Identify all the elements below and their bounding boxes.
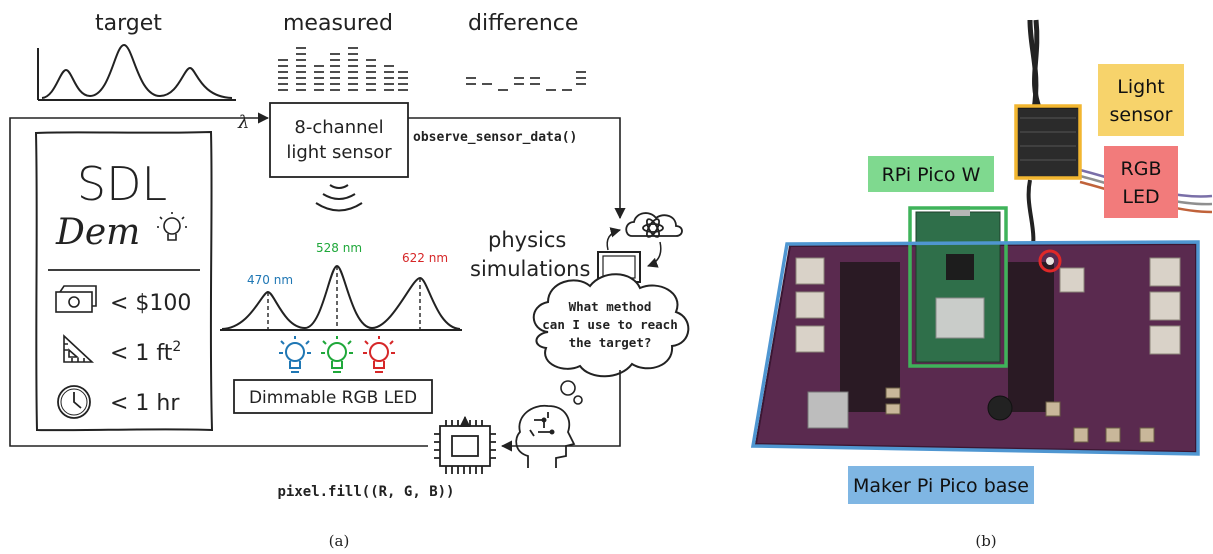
thought-line1: What method bbox=[569, 299, 652, 314]
difference-channel-bars bbox=[466, 71, 586, 91]
card-title-sdl: SDL bbox=[77, 157, 167, 211]
led-label-line1: RGB bbox=[1121, 158, 1162, 180]
sensor-label-line2: sensor bbox=[1110, 104, 1173, 126]
card-time: < 1 hr bbox=[110, 391, 180, 416]
caption-b: (b) bbox=[975, 532, 996, 550]
clock-icon bbox=[57, 385, 91, 419]
card-area: < 1 ft2 bbox=[110, 339, 181, 366]
sensor-box-line1: 8-channel bbox=[294, 117, 383, 138]
peak-label-528: 528 nm bbox=[316, 241, 362, 255]
thought-to-chip-arrow bbox=[500, 370, 621, 452]
light-sensor-box bbox=[269, 102, 409, 178]
pico-rp2040-chip bbox=[946, 254, 974, 280]
measured-label: measured bbox=[283, 11, 393, 36]
feedback-loop-arrow bbox=[9, 112, 428, 447]
sdl-demo-card bbox=[34, 130, 214, 432]
thought-cloud bbox=[532, 273, 690, 378]
pico-usb-port bbox=[950, 206, 970, 216]
sim-loop-arrow-up bbox=[606, 227, 622, 251]
card-cost: < $100 bbox=[110, 291, 191, 316]
sensor-cable bbox=[1027, 19, 1043, 111]
measured-channel-bars bbox=[278, 47, 408, 91]
pico-highlight-box bbox=[908, 206, 1008, 368]
ruler-triangle-icon bbox=[63, 334, 95, 363]
board-buttons bbox=[885, 387, 1155, 443]
peak-label-622: 622 nm bbox=[402, 251, 448, 265]
pixel-fill-call: pixel.fill((R, G, B)) bbox=[277, 484, 454, 500]
panel-b: RPi Pico W Light sensor RGB LED Maker Pi… bbox=[750, 19, 1213, 550]
sensor-label-line1: Light bbox=[1117, 76, 1164, 98]
target-spectrum-plot: λ bbox=[37, 43, 249, 133]
sensor-tape bbox=[1020, 117, 1076, 161]
microcontroller-chip-icon bbox=[434, 420, 496, 474]
rgb-led bbox=[1046, 257, 1054, 265]
head-brain-icon bbox=[515, 404, 576, 468]
difference-label: difference bbox=[468, 11, 578, 36]
led-label-line2: LED bbox=[1122, 186, 1159, 208]
sd-card-slot bbox=[807, 391, 849, 429]
led-box-label: Dimmable RGB LED bbox=[249, 388, 417, 408]
thought-line2: can I use to reach bbox=[542, 317, 677, 332]
base-highlight-box bbox=[750, 240, 1200, 456]
pico-label: RPi Pico W bbox=[882, 164, 981, 186]
card-area-sup: 2 bbox=[172, 339, 181, 355]
green-bulb-icon bbox=[321, 336, 353, 373]
cloud-atom-icon bbox=[625, 212, 683, 238]
pico-wifi-module bbox=[935, 297, 985, 339]
rgb-led-box bbox=[233, 379, 433, 414]
board-pin-headers bbox=[840, 262, 1054, 412]
lambda-symbol: λ bbox=[237, 112, 249, 133]
sim-loop-arrow-down bbox=[647, 241, 662, 268]
money-icon bbox=[55, 285, 97, 313]
sensor-wave-icon bbox=[315, 184, 363, 212]
card-lightbulb-icon bbox=[157, 212, 187, 241]
base-label: Maker Pi Pico base bbox=[853, 475, 1029, 497]
blue-bulb-icon bbox=[279, 336, 311, 373]
card-title-demo: Dem bbox=[55, 212, 140, 253]
rpi-pico-w-board bbox=[915, 211, 1001, 363]
physics-line1: physics bbox=[488, 228, 566, 252]
thought-bubbles bbox=[560, 380, 583, 405]
peak-label-470: 470 nm bbox=[247, 273, 293, 287]
observe-arrow bbox=[408, 117, 626, 220]
physics-line2: simulations bbox=[470, 257, 590, 281]
caption-a: (a) bbox=[329, 532, 350, 550]
red-bulb-icon bbox=[363, 336, 395, 373]
board-connectors bbox=[795, 257, 1181, 355]
led-label-box bbox=[1104, 146, 1178, 218]
pico-label-box bbox=[868, 156, 994, 192]
sensor-box-line2: light sensor bbox=[286, 142, 392, 163]
sensor-highlight-box bbox=[1014, 104, 1082, 180]
rgb-led-highlight-circle bbox=[1038, 249, 1062, 273]
target-label: target bbox=[95, 11, 162, 36]
base-label-box bbox=[848, 466, 1034, 504]
sensor-label-box bbox=[1098, 64, 1184, 136]
led-spectrum-plot bbox=[220, 264, 462, 331]
panel-a: target λ measured difference bbox=[9, 11, 690, 550]
thought-line3: the target? bbox=[569, 335, 652, 350]
observe-sensor-data-call: observe_sensor_data() bbox=[413, 130, 577, 145]
